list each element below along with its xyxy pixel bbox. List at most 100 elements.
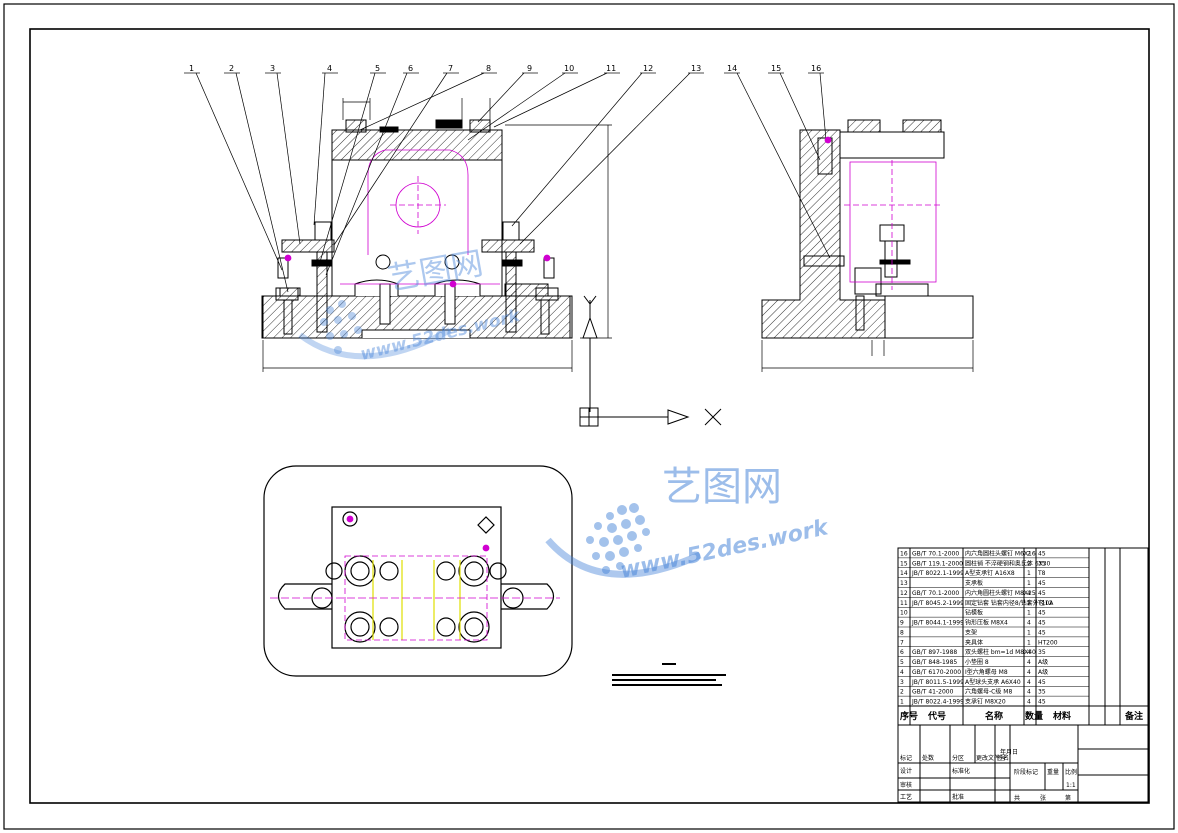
technical-notes: [612, 663, 726, 686]
parts-row-2-qty: 4: [1027, 689, 1031, 696]
side-view: [761, 119, 974, 339]
parts-row-15-name: 圆柱销 不淬硬钢和奥氏体 6X30: [965, 559, 1051, 567]
balloon-2: 2: [229, 64, 234, 73]
parts-row-10-name: 钻模板: [965, 609, 983, 617]
top-view-highlights: [372, 560, 461, 640]
tb-header-remark: 备注: [1124, 710, 1143, 722]
parts-row-13-name: 支承板: [965, 579, 983, 587]
tb-craft: 工艺: [900, 793, 912, 801]
side-view-centerlines: [824, 136, 940, 290]
tb-approve: 批准: [952, 793, 964, 801]
parts-row-8-mat: 45: [1038, 629, 1046, 636]
parts-row-9-code: JB/T 8044.1-1999: [911, 620, 964, 627]
parts-row-5-name: 小垫圈 8: [965, 658, 989, 666]
parts-row-13-mat: 45: [1038, 580, 1046, 587]
balloon-9: 9: [527, 64, 532, 73]
parts-row-12-code: GB/T 70.1-2000: [912, 590, 959, 597]
parts-row-6-mat: 35: [1038, 649, 1046, 656]
balloon-12: 12: [643, 64, 653, 73]
balloon-15: 15: [771, 64, 781, 73]
coordinate-axes: [579, 295, 722, 427]
parts-row-16-name: 内六角圆柱头螺钉 M6X16: [965, 549, 1036, 557]
parts-row-14-qty: 1: [1027, 570, 1031, 577]
parts-row-5-seq: 5: [900, 659, 904, 666]
parts-row-3-code: JB/T 8011.5-1999: [911, 679, 964, 686]
parts-row-16-seq: 16: [900, 550, 908, 557]
parts-row-2-seq: 2: [900, 689, 904, 696]
parts-row-4-qty: 4: [1027, 669, 1031, 676]
parts-row-11-mat: T10A: [1037, 600, 1054, 607]
parts-row-8-name: 支架: [965, 628, 977, 636]
parts-row-11-name: 固定钻套 钻套内径8/钻套外径12: [965, 599, 1053, 607]
parts-row-12-mat: 45: [1038, 590, 1046, 597]
top-view-centerlines: [270, 515, 560, 641]
tb-header-seq: 序号: [900, 710, 918, 722]
balloon-16: 16: [811, 64, 821, 73]
parts-row-6-seq: 6: [900, 649, 904, 656]
balloon-7: 7: [448, 64, 453, 73]
tb-change: 更改文件号: [976, 754, 1006, 762]
tb-scale: 比例: [1065, 768, 1077, 776]
parts-row-1-qty: 4: [1027, 699, 1031, 706]
parts-row-16-code: GB/T 70.1-2000: [912, 550, 959, 557]
parts-row-5-code: GB/T 848-1985: [912, 659, 957, 666]
axis-y-label: Y: [600, 297, 601, 299]
parts-row-3-mat: 45: [1038, 679, 1046, 686]
tb-header-name: 名称: [985, 710, 1003, 722]
sheet-border: [3, 3, 1175, 830]
leader-lines: [184, 72, 831, 293]
watermark-url: www.52des.work: [618, 515, 831, 584]
parts-row-12-seq: 12: [900, 590, 908, 597]
parts-row-1-mat: 45: [1038, 699, 1046, 706]
tb-date: 年月日: [1000, 748, 1018, 756]
parts-row-2-code: GB/T 41-2000: [912, 689, 954, 696]
tb-stage: 阶段标记: [1014, 768, 1038, 776]
parts-row-5-qty: 4: [1027, 659, 1031, 666]
parts-row-14-mat: T8: [1037, 570, 1046, 577]
parts-row-15-code: GB/T 119.1-2000: [912, 560, 963, 567]
parts-row-10-qty: 1: [1027, 610, 1031, 617]
balloon-6: 6: [408, 64, 413, 73]
parts-row-14-code: JB/T 8022.1-1999: [911, 570, 964, 577]
watermark-cn: 艺图网: [662, 464, 782, 510]
tb-sign: 签名: [997, 754, 1009, 762]
parts-row-14-name: A型支承钉 A16X8: [965, 569, 1015, 577]
parts-row-9-qty: 4: [1027, 620, 1031, 627]
side-dimensions: [761, 340, 974, 372]
parts-row-15-mat: 35: [1038, 560, 1046, 567]
parts-row-9-name: 钩形压板 M8X4: [965, 619, 1008, 627]
parts-row-8-seq: 8: [900, 629, 904, 636]
balloon-14: 14: [727, 64, 737, 73]
parts-row-13-qty: 1: [1027, 580, 1031, 587]
parts-row-7-qty: 1: [1027, 639, 1031, 646]
balloon-3: 3: [270, 64, 275, 73]
parts-row-10-mat: 45: [1038, 610, 1046, 617]
parts-row-16-mat: 45: [1038, 550, 1046, 557]
parts-row-2-mat: 35: [1038, 689, 1046, 696]
parts-row-3-qty: 4: [1027, 679, 1031, 686]
parts-row-12-name: 内六角圆柱头螺钉 M8X25: [965, 589, 1036, 597]
parts-row-6-code: GB/T 897-1988: [912, 649, 957, 656]
tb-sheet-unit: 张: [1040, 794, 1046, 802]
balloon-1: 1: [189, 64, 194, 73]
watermark-globe-icon: [586, 503, 650, 574]
balloon-labels: 1 2 3 4 5 6 7 8 9 10 11 12 13 14 15 16: [189, 64, 821, 73]
parts-row-15-seq: 15: [900, 560, 908, 567]
tb-design: 设计: [900, 767, 912, 775]
balloon-13: 13: [691, 64, 701, 73]
parts-row-1-code: JB/T 8022.4-1999: [911, 699, 964, 706]
tb-count: 处数: [922, 754, 934, 762]
parts-row-11-qty: 2: [1027, 600, 1031, 607]
parts-row-9-seq: 9: [900, 620, 904, 627]
parts-row-8-qty: 1: [1027, 629, 1031, 636]
parts-row-4-seq: 4: [900, 669, 904, 676]
tb-scale-value: 1:1: [1066, 782, 1076, 789]
tb-header-material: 材料: [1052, 710, 1071, 722]
parts-row-4-mat: A级: [1038, 668, 1048, 676]
tb-sheet-no: 第: [1065, 794, 1071, 802]
front-view-centerlines: [284, 149, 551, 288]
parts-row-11-seq: 11: [900, 600, 908, 607]
parts-row-14-seq: 14: [900, 570, 908, 577]
